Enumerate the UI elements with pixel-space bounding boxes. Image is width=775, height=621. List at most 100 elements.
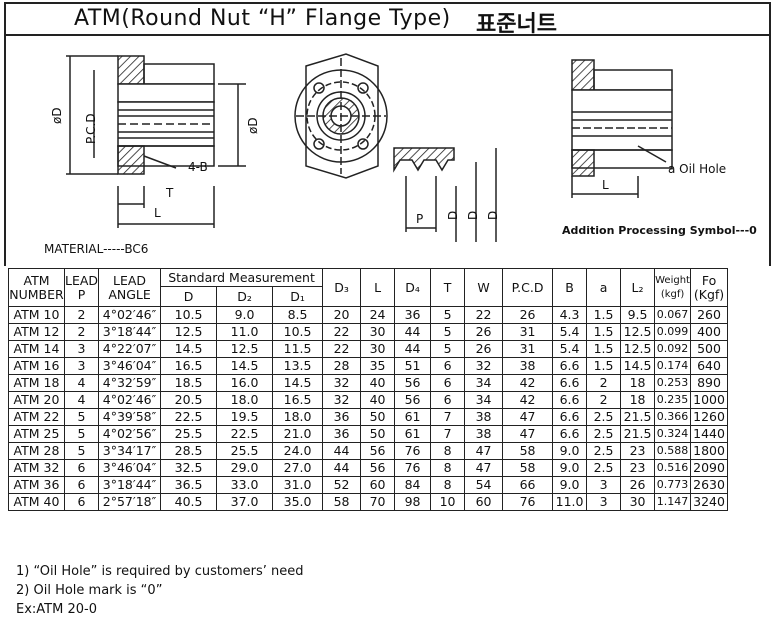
col-t: T: [430, 268, 466, 307]
table-cell: 38: [502, 357, 554, 375]
col-pcd: P.C.D: [502, 268, 554, 307]
front-view: [294, 53, 388, 179]
table-cell: 44: [322, 442, 362, 460]
table-cell: 56: [360, 442, 396, 460]
table-cell: 28.5: [160, 442, 218, 460]
table-cell: 14.5: [620, 357, 656, 375]
label-processing: Addition Processing Symbol---0: [562, 224, 757, 237]
table-cell: 66: [502, 476, 554, 494]
table-cell: 23: [620, 459, 656, 477]
table-cell: 4: [63, 374, 100, 392]
table-cell: 22: [322, 323, 362, 341]
table-cell: 0.516: [654, 459, 692, 477]
table-cell: 0.588: [654, 442, 692, 460]
table-cell: 28: [322, 357, 362, 375]
table-cell: 2.5: [586, 459, 622, 477]
table-cell: 20.5: [160, 391, 218, 409]
col-d4: D₄: [394, 268, 432, 307]
table-cell: 14.5: [272, 374, 324, 392]
table-cell: 18.0: [216, 391, 274, 409]
table-cell: 6.6: [552, 374, 588, 392]
table-cell: 1.5: [586, 323, 622, 341]
table-cell: 4: [63, 391, 100, 409]
label-id: øD: [246, 117, 260, 134]
table-cell: 40: [360, 391, 396, 409]
table-cell: ATM 20: [8, 391, 65, 409]
table-cell: 10.5: [160, 306, 218, 324]
table-cell: 2: [63, 306, 100, 324]
table-cell: 47: [502, 408, 554, 426]
table-cell: 24: [360, 306, 396, 324]
table-cell: 34: [464, 391, 504, 409]
table-cell: 26: [620, 476, 656, 494]
table-cell: 18.5: [160, 374, 218, 392]
notes: 1) “Oil Hole” is required by customers’ …: [16, 562, 303, 619]
table-cell: 6: [63, 493, 100, 511]
table-cell: 4°02′46″: [98, 391, 162, 409]
label-l2: L: [602, 178, 609, 192]
table-cell: 36: [322, 425, 362, 443]
oil-hole-view: [571, 59, 673, 198]
table-cell: ATM 32: [8, 459, 65, 477]
table-cell: 12.5: [160, 323, 218, 341]
table-cell: 26: [502, 306, 554, 324]
table-cell: 10: [430, 493, 466, 511]
table-cell: 31: [502, 340, 554, 358]
table-cell: 0.773: [654, 476, 692, 494]
table-cell: 56: [394, 391, 432, 409]
table-cell: ATM 14: [8, 340, 65, 358]
label-t: T: [166, 186, 174, 200]
table-cell: 1.5: [586, 306, 622, 324]
table-cell: 7: [430, 408, 466, 426]
table-cell: 8: [430, 442, 466, 460]
table-cell: 3: [63, 357, 100, 375]
table-cell: 4°02′56″: [98, 425, 162, 443]
table-cell: 9.0: [552, 476, 588, 494]
table-cell: 35.0: [272, 493, 324, 511]
table-cell: 6: [430, 357, 466, 375]
table-cell: 76: [394, 459, 432, 477]
table-cell: 47: [464, 442, 504, 460]
table-cell: 14.5: [216, 357, 274, 375]
col-d: D: [160, 286, 218, 307]
label-pcd: P.C.D: [84, 113, 98, 144]
col-w: W: [464, 268, 504, 307]
col-lead: LEAD P: [63, 268, 100, 307]
table-cell: 11.5: [272, 340, 324, 358]
table-cell: 4°32′59″: [98, 374, 162, 392]
col-l: L: [360, 268, 396, 307]
table-cell: 500: [690, 340, 729, 358]
table-cell: 16.0: [216, 374, 274, 392]
table-cell: 32: [322, 374, 362, 392]
table-cell: 21.0: [272, 425, 324, 443]
col-a: a: [586, 268, 622, 307]
table-cell: 30: [360, 323, 396, 341]
table-cell: 84: [394, 476, 432, 494]
spec-table: ATM NUMBER LEAD P LEAD ANGLE Standard Me…: [8, 268, 729, 511]
note-2: 2) Oil Hole mark is “0”: [16, 583, 163, 598]
table-cell: 8.5: [272, 306, 324, 324]
table-cell: 11.0: [216, 323, 274, 341]
table-cell: 0.253: [654, 374, 692, 392]
table-cell: 4°02′46″: [98, 306, 162, 324]
table-cell: 5.4: [552, 323, 588, 341]
col-lead-angle: LEAD ANGLE: [98, 268, 162, 307]
table-cell: 6: [430, 374, 466, 392]
table-cell: 26: [464, 340, 504, 358]
table-cell: 9.0: [216, 306, 274, 324]
table-cell: 3: [586, 476, 622, 494]
table-cell: 32: [322, 391, 362, 409]
table-cell: 6.6: [552, 425, 588, 443]
col-fo: Fo (Kgf): [690, 268, 729, 307]
table-cell: 18: [620, 391, 656, 409]
technical-drawing: øD P.C.D øD 4-B T L P D D D a Oil Hole L…: [4, 36, 771, 266]
table-cell: 34: [464, 374, 504, 392]
table-cell: 3°18′44″: [98, 323, 162, 341]
label-p: P: [416, 212, 424, 226]
